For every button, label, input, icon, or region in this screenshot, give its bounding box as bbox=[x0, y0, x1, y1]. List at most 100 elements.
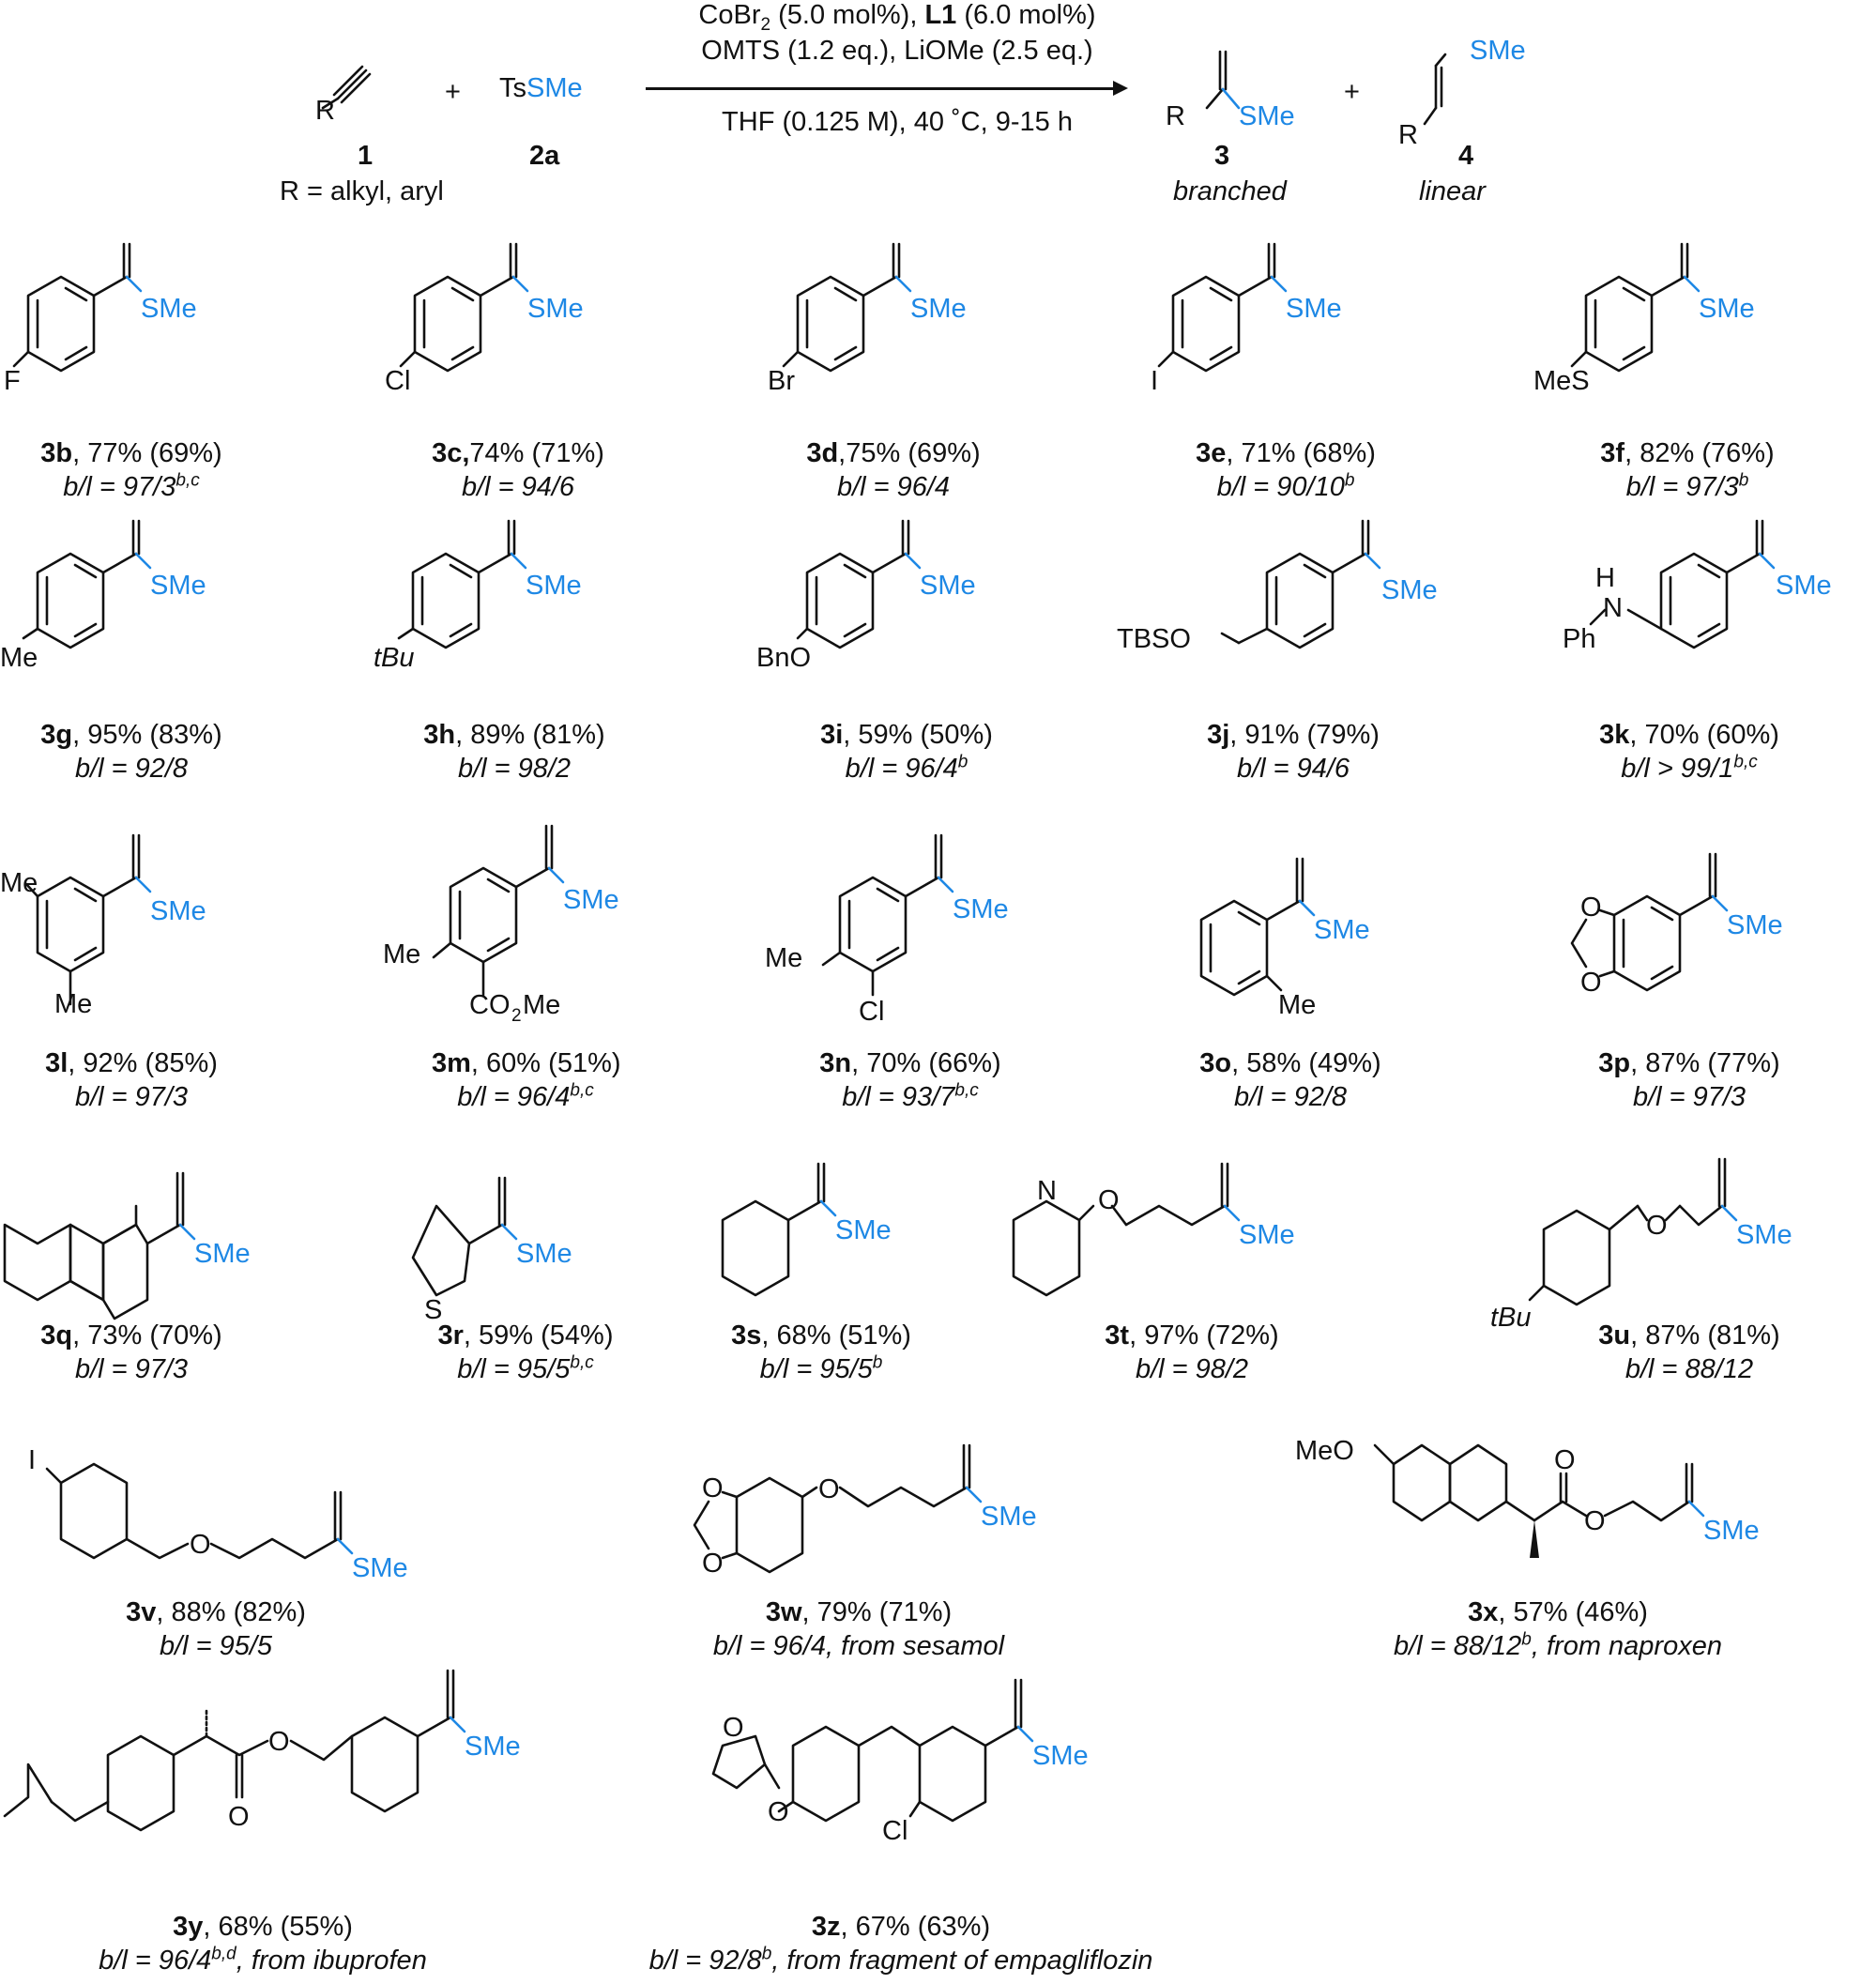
reactant1-note: R = alkyl, aryl bbox=[280, 176, 444, 206]
substituent-3w-o3: O bbox=[818, 1474, 840, 1504]
structure-3c: Cl SMe bbox=[385, 242, 584, 396]
svg-text:SMe: SMe bbox=[516, 1239, 572, 1269]
reactant2-label: 2a bbox=[529, 141, 560, 171]
product4-label: 4 bbox=[1458, 141, 1474, 171]
structure-3q: SMe bbox=[3, 1171, 251, 1320]
structure-3z: O O Cl SMe bbox=[711, 1678, 1089, 1846]
caption-3v: 3v, 88% (82%) b/l = 95/5 bbox=[126, 1597, 306, 1661]
structure-3s: SMe bbox=[721, 1162, 892, 1297]
structure-3v: I O SMe bbox=[28, 1445, 408, 1583]
caption-3j: 3j, 91% (79%) b/l = 94/6 bbox=[1207, 720, 1380, 784]
substituent-3u-o: O bbox=[1646, 1211, 1668, 1241]
caption-3x: 3x, 57% (46%) b/l = 88/12b, from naproxe… bbox=[1394, 1597, 1722, 1661]
caption-3u: 3u, 87% (81%) b/l = 88/12 bbox=[1598, 1320, 1780, 1384]
reagent-tssme: TsSMe bbox=[499, 75, 583, 102]
substituent-3r-s: S bbox=[424, 1295, 442, 1325]
substituent-3m-1: Me bbox=[383, 939, 420, 969]
conditions-line1: CoBr2 (5.0 mol%), L1 (6.0 mol%) bbox=[698, 0, 1096, 35]
reactant1-label: 1 bbox=[358, 141, 374, 171]
substituent-3x-meo: MeO bbox=[1295, 1436, 1354, 1466]
substituent-3f: MeS bbox=[1533, 366, 1590, 396]
caption-3h: 3h, 89% (81%) b/l = 98/2 bbox=[423, 720, 605, 784]
structure-3h: tBu SMe bbox=[374, 519, 582, 673]
svg-text:SMe: SMe bbox=[1727, 910, 1783, 940]
caption-3t: 3t, 97% (72%) b/l = 98/2 bbox=[1105, 1320, 1279, 1384]
substituent-3n-2: Cl bbox=[859, 997, 884, 1027]
structure-3f: MeS SMe bbox=[1533, 242, 1755, 396]
structure-3m: Me CO 2 Me SMe bbox=[383, 824, 619, 1026]
svg-text:SMe: SMe bbox=[465, 1732, 521, 1762]
structure-3l: Me Me SMe bbox=[0, 833, 206, 1019]
caption-3w: 3w, 79% (71%) b/l = 96/4, from sesamol bbox=[712, 1597, 1005, 1661]
substituent-3x-o1: O bbox=[1554, 1445, 1576, 1475]
substituent-3b: F bbox=[4, 366, 21, 396]
svg-text:SMe: SMe bbox=[1703, 1516, 1760, 1546]
svg-text:SMe: SMe bbox=[194, 1239, 251, 1269]
structure-3o: Me SMe bbox=[1199, 857, 1370, 1020]
svg-text:SMe: SMe bbox=[1032, 1741, 1089, 1771]
product3-desc: branched bbox=[1173, 176, 1287, 206]
substituent-3y-o2: O bbox=[228, 1802, 250, 1832]
substituent-3v-i: I bbox=[28, 1445, 36, 1475]
caption-3d: 3d,75% (69%) b/l = 96/4 bbox=[806, 438, 981, 502]
caption-3s: 3s, 68% (51%) b/l = 95/5b bbox=[731, 1320, 911, 1384]
substituent-3c: Cl bbox=[385, 366, 410, 396]
svg-text:SMe: SMe bbox=[352, 1553, 408, 1583]
caption-3p: 3p, 87% (77%) b/l = 97/3 bbox=[1598, 1048, 1780, 1112]
substituent-3d: Br bbox=[768, 366, 795, 396]
svg-text:2: 2 bbox=[511, 1006, 522, 1026]
svg-text:SMe: SMe bbox=[141, 294, 197, 324]
substituent-3z-cl: Cl bbox=[882, 1816, 907, 1846]
svg-text:SMe: SMe bbox=[1776, 571, 1832, 601]
substituent-3m-2: CO bbox=[469, 990, 511, 1020]
plus-sign-2: + bbox=[1344, 77, 1360, 107]
svg-text:SMe: SMe bbox=[1239, 1220, 1295, 1250]
caption-3l: 3l, 92% (85%) b/l = 97/3 bbox=[45, 1048, 218, 1112]
caption-3r: 3r, 59% (54%) b/l = 95/5b,c bbox=[437, 1320, 614, 1384]
substituent-3h: tBu bbox=[374, 643, 415, 673]
structure-3x: MeO O O SMe bbox=[1295, 1436, 1760, 1558]
substituent-3p-o1: O bbox=[1580, 893, 1602, 923]
structure-3k: Ph H N SMe bbox=[1563, 519, 1832, 654]
substituent-3v-o: O bbox=[190, 1530, 211, 1560]
svg-text:SMe: SMe bbox=[1381, 575, 1438, 605]
reaction-arrow bbox=[646, 81, 1128, 96]
substituent-3u-tbu: tBu bbox=[1490, 1303, 1532, 1333]
product3-r: R bbox=[1166, 101, 1185, 131]
structure-3w: O O O SMe bbox=[693, 1443, 1037, 1579]
caption-3q: 3q, 73% (70%) b/l = 97/3 bbox=[40, 1320, 222, 1384]
reactant1-r: R bbox=[315, 96, 335, 126]
ts-prefix: Ts bbox=[499, 73, 526, 103]
substituent-3n-1: Me bbox=[765, 943, 802, 973]
caption-3k: 3k, 70% (60%) b/l > 99/1b,c bbox=[1599, 720, 1779, 784]
substituent-3k-ph: Ph bbox=[1563, 624, 1595, 654]
substituent-3z-o1: O bbox=[723, 1713, 744, 1743]
substituent-3t-o: O bbox=[1098, 1185, 1120, 1215]
sme-group: SMe bbox=[526, 73, 583, 103]
svg-text:SMe: SMe bbox=[1286, 294, 1342, 324]
product4-r: R bbox=[1398, 120, 1418, 150]
substituent-3p-o2: O bbox=[1580, 968, 1602, 998]
plus-sign: + bbox=[445, 77, 461, 107]
product4-desc: linear bbox=[1419, 176, 1486, 206]
substituent-3k-h: H bbox=[1595, 563, 1615, 593]
substituent-3o: Me bbox=[1278, 990, 1316, 1020]
substituent-3w-o2: O bbox=[702, 1549, 724, 1579]
svg-text:SMe: SMe bbox=[910, 294, 967, 324]
caption-3e: 3e, 71% (68%) b/l = 90/10b bbox=[1196, 438, 1376, 502]
substituent-3t-n: N bbox=[1037, 1176, 1057, 1206]
svg-text:SMe: SMe bbox=[563, 885, 619, 915]
substituent-3z-o2: O bbox=[768, 1797, 789, 1827]
structure-3p: O O SMe bbox=[1570, 852, 1783, 998]
substituent-3e: I bbox=[1151, 366, 1158, 396]
substituent-3i: BnO bbox=[756, 643, 811, 673]
structure-3b: F SMe bbox=[4, 242, 197, 396]
caption-3n: 3n, 70% (66%) b/l = 93/7b,c bbox=[819, 1048, 1001, 1112]
structure-3d: Br SMe bbox=[768, 242, 967, 396]
caption-3o: 3o, 58% (49%) b/l = 92/8 bbox=[1199, 1048, 1381, 1112]
svg-text:SMe: SMe bbox=[150, 571, 206, 601]
caption-3i: 3i, 59% (50%) b/l = 96/4b bbox=[820, 720, 993, 784]
branched-product-structure bbox=[1205, 50, 1241, 110]
svg-text:SMe: SMe bbox=[920, 571, 976, 601]
svg-text:Me: Me bbox=[523, 990, 560, 1020]
